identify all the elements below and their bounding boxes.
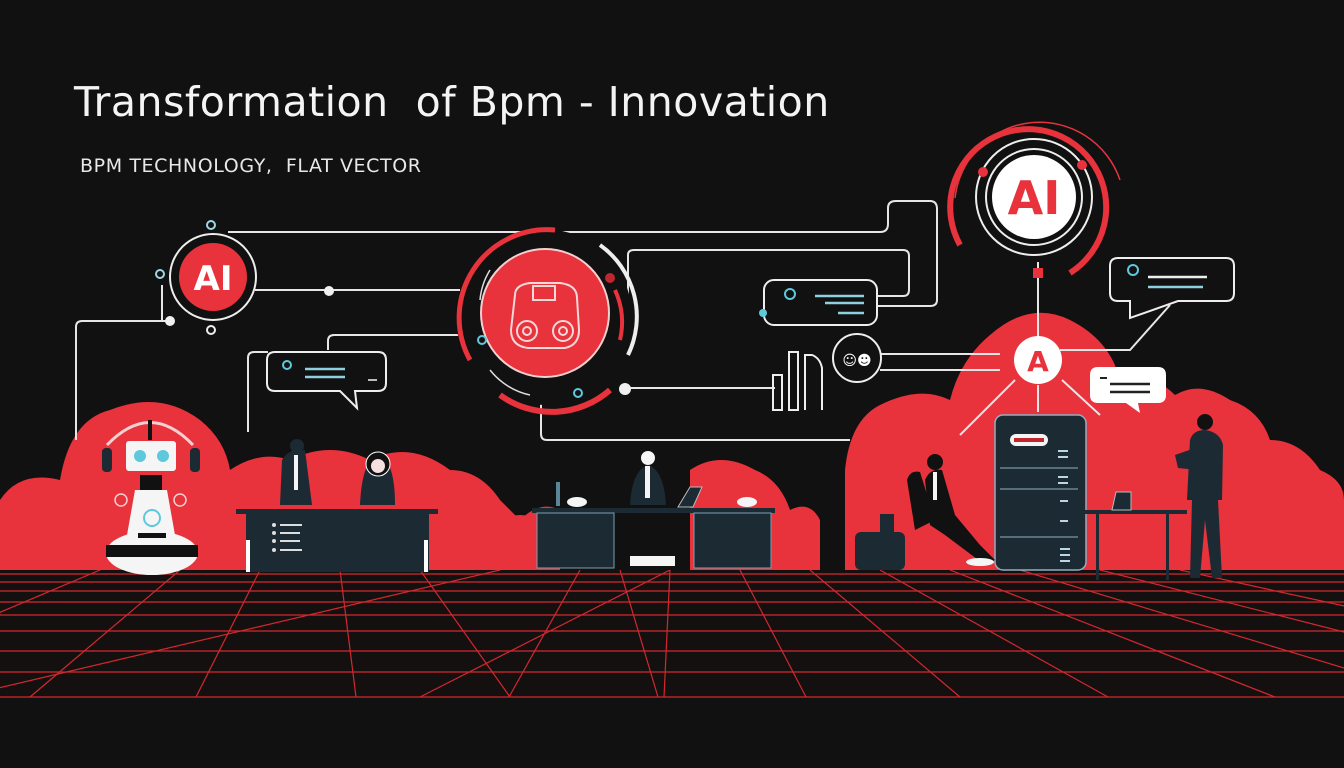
node-a-label: A: [1027, 345, 1049, 378]
chat-bubble-top-right: [1109, 257, 1235, 320]
desk-right: [1082, 491, 1187, 580]
robot-hub: [456, 227, 639, 415]
red-cloud-background: [0, 312, 1344, 575]
node-a: A: [1014, 336, 1062, 384]
chat-bubble-white: [1090, 367, 1166, 413]
page-title: Transformation of Bpm - Innovation: [74, 78, 830, 126]
connector-lines: [75, 200, 1171, 441]
ai-badge-right: AI: [947, 121, 1121, 278]
desk-center: [532, 451, 775, 569]
chat-bubble-left: [266, 351, 387, 411]
seated-person: [855, 454, 995, 570]
ai-right-label: AI: [1008, 171, 1061, 225]
server-rack: [994, 414, 1087, 571]
face-node: ☺☻: [832, 333, 882, 383]
ai-badge-left: AI: [155, 220, 257, 335]
page-subtitle: BPM TECHNOLOGY, FLAT VECTOR: [80, 155, 422, 177]
ai-left-label: AI: [194, 259, 233, 299]
robot-assistant: [102, 420, 200, 575]
robot-face-icon: [509, 282, 581, 349]
bar-chart-icon: [772, 351, 823, 411]
svg-text:☺☻: ☺☻: [842, 353, 871, 369]
desk-left: [236, 439, 438, 572]
standing-person: [1175, 414, 1223, 578]
grid-floor: [0, 570, 1344, 698]
chat-bubble-center: [759, 279, 878, 326]
